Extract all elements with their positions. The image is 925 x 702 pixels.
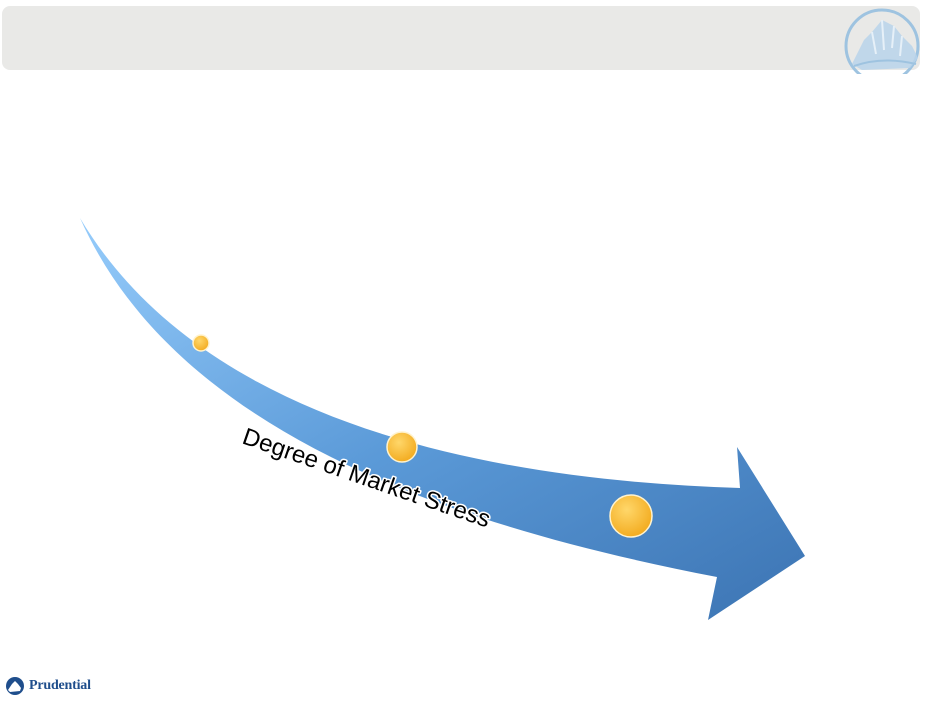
rock-of-gibraltar-icon [6,677,24,695]
footer-logo: Prudential [5,674,91,698]
curved-arrow [80,218,805,620]
stress-marker-large [609,494,653,538]
stress-marker-small [192,334,210,352]
title-bar [2,6,920,70]
stress-marker-medium [386,431,418,463]
rock-of-gibraltar-icon [844,8,920,74]
footer-brand-name: Prudential [29,678,91,693]
